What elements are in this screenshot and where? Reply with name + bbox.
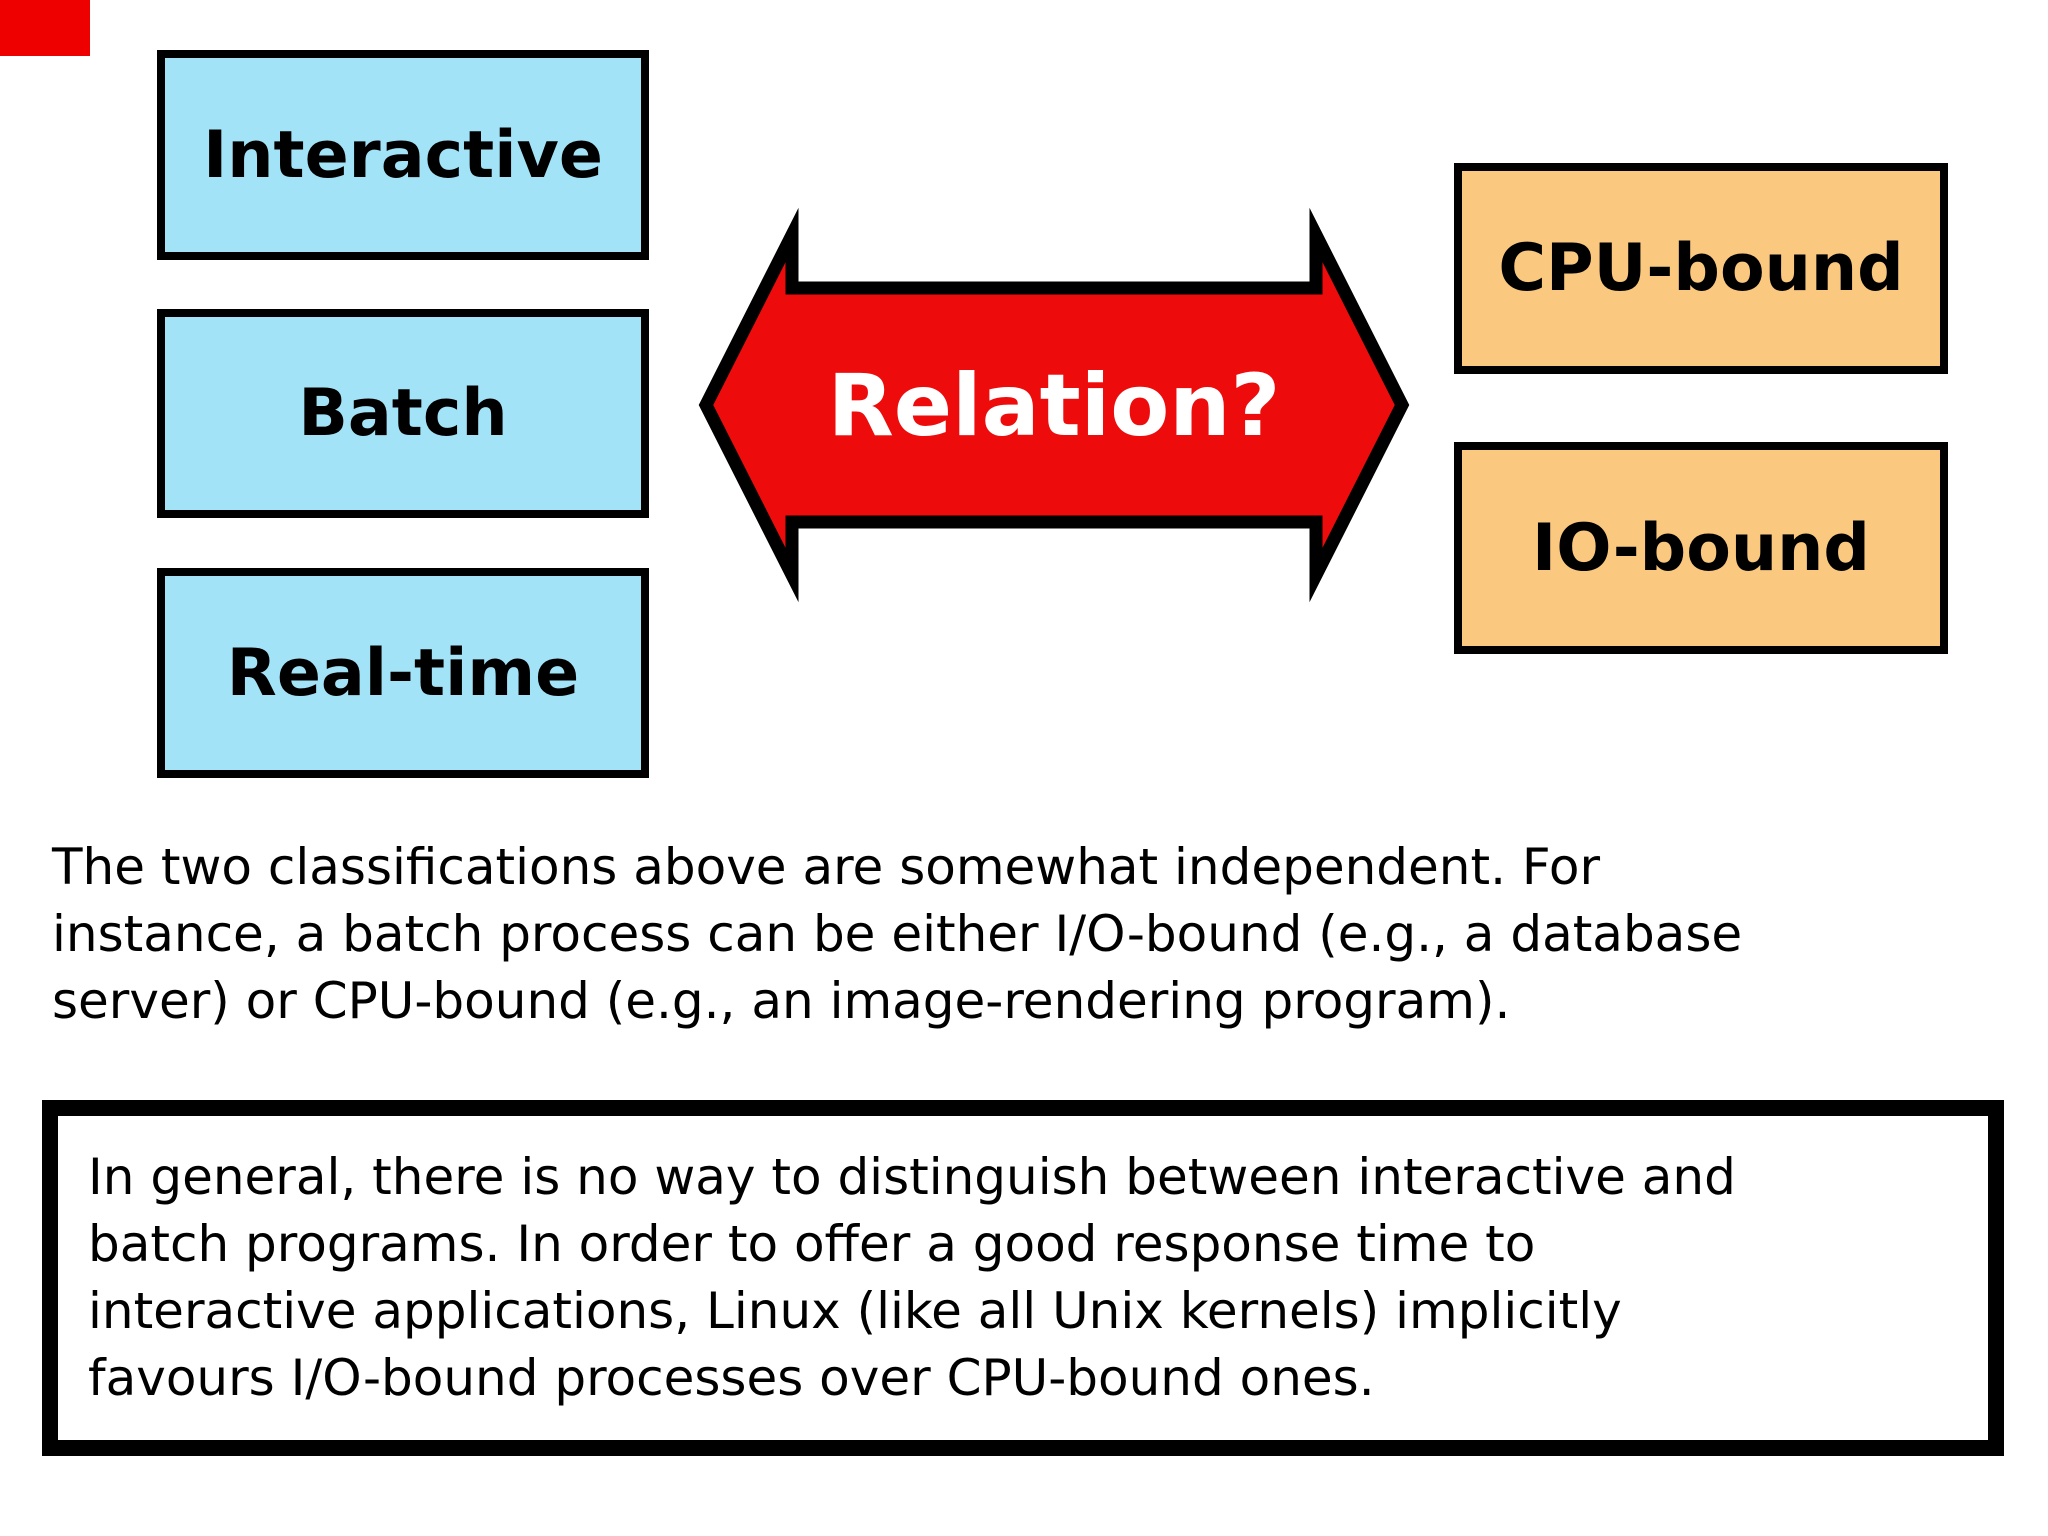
note-line: favours I/O-bound processes over CPU-bou… <box>88 1349 1375 1407</box>
process-type-label: Batch <box>298 376 508 451</box>
corner-marker <box>0 0 90 56</box>
process-type-box-interactive: Interactive <box>157 50 649 260</box>
bound-type-label: IO-bound <box>1532 510 1870 586</box>
paragraph-line: server) or CPU-bound (e.g., an image-ren… <box>52 972 1511 1030</box>
note-text: In general, there is no way to distingui… <box>58 1116 1988 1412</box>
note-line: batch programs. In order to offer a good… <box>88 1215 1536 1273</box>
paragraph-line: instance, a batch process can be either … <box>52 905 1743 963</box>
note-box: In general, there is no way to distingui… <box>42 1100 2004 1456</box>
process-type-label: Interactive <box>203 117 603 193</box>
process-type-box-real-time: Real-time <box>157 568 649 778</box>
process-type-box-batch: Batch <box>157 309 649 518</box>
bound-type-label: CPU-bound <box>1498 231 1904 306</box>
paragraph-line: The two classifications above are somewh… <box>52 838 1600 896</box>
process-type-label: Real-time <box>226 635 580 711</box>
note-line: interactive applications, Linux (like al… <box>88 1282 1622 1340</box>
note-line: In general, there is no way to distingui… <box>88 1148 1736 1206</box>
description-paragraph: The two classifications above are somewh… <box>52 834 1742 1035</box>
bound-type-box-io-bound: IO-bound <box>1454 442 1948 654</box>
bound-type-box-cpu-bound: CPU-bound <box>1454 163 1948 374</box>
relation-arrow-label: Relation? <box>828 356 1281 456</box>
relation-arrow: Relation? <box>698 207 1410 603</box>
double-arrow-icon <box>698 207 1410 603</box>
